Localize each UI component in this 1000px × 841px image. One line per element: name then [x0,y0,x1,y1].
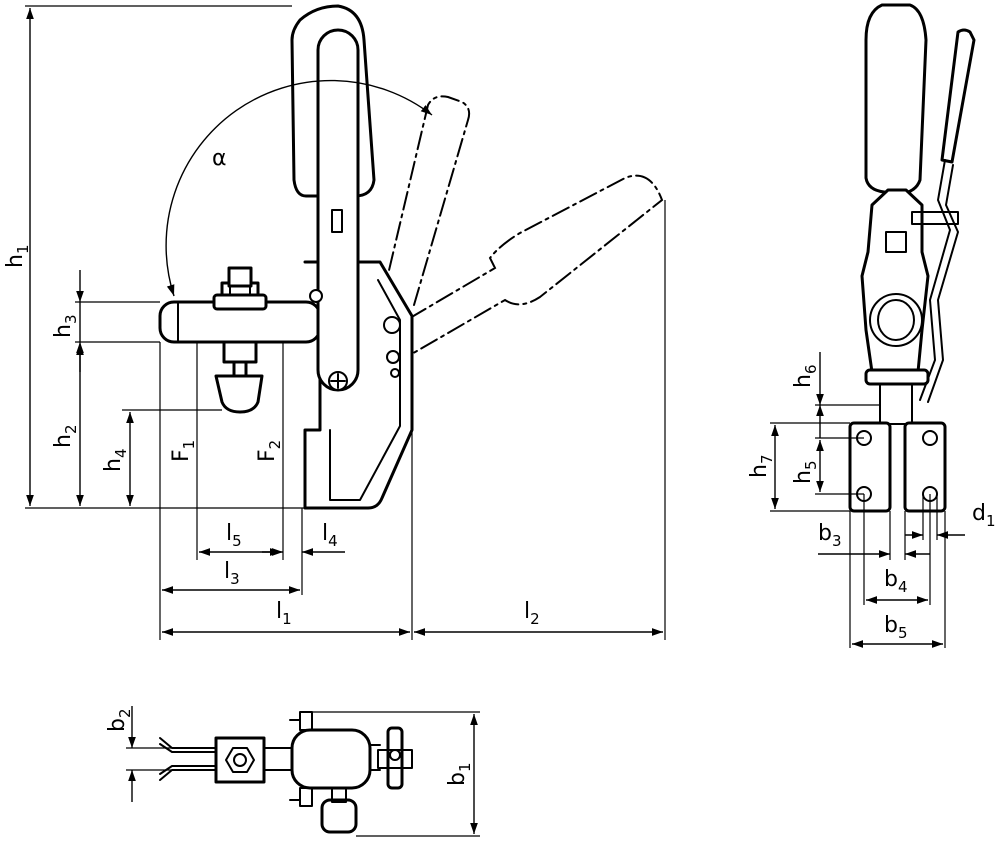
dim-l5: l5 [199,521,281,556]
front-lever [940,28,976,164]
top-body [290,728,372,790]
label-F1: F1 [169,440,198,462]
dim-h6: h6 [791,352,824,438]
label-F2: F2 [255,440,284,462]
svg-text:h4: h4 [101,449,130,473]
top-handle-knob [320,798,358,834]
top-hex-nut [225,747,255,773]
dim-l2: l2 [414,599,663,636]
svg-text:F1: F1 [169,440,198,462]
top-pivot-pin [369,726,413,790]
dim-l1: l1 [162,599,410,636]
svg-text:h1: h1 [3,245,32,269]
angle-alpha: α [165,79,433,297]
dim-l4: l4 [262,521,345,556]
dim-h2: h2 [51,344,84,506]
svg-text:F2: F2 [255,440,284,462]
handle-open-position-2 [409,174,664,356]
extension-lines [25,5,666,640]
svg-text:h6: h6 [791,365,820,389]
dim-h1: h1 [3,8,34,506]
dim-h3: h3 [51,270,84,372]
svg-text:b4: b4 [884,567,908,596]
angle-alpha-label: α [212,146,227,171]
svg-text:l2: l2 [524,599,540,628]
dim-b3: b3 [818,521,930,558]
handle-open-position-1 [381,95,471,306]
front-base-plate [848,421,947,513]
dim-b1: b1 [445,714,478,834]
svg-text:l1: l1 [276,599,292,628]
front-body [860,188,959,425]
svg-text:b3: b3 [818,521,842,550]
side-view: α h1 h3 [3,4,666,640]
dim-h5: h5 [791,440,824,492]
dim-h7: h7 [747,425,779,509]
dim-d1: d1 [905,501,996,539]
svg-text:l4: l4 [322,521,338,550]
top-view: b2 b1 [105,706,480,837]
svg-text:h7: h7 [747,455,776,479]
front-handle-grip [864,3,928,196]
svg-text:h2: h2 [51,425,80,449]
dim-b4: b4 [866,567,928,604]
svg-text:l3: l3 [224,559,240,588]
front-view: h6 h5 h7 d1 b3 b4 b5 [747,3,996,648]
svg-text:d1: d1 [972,501,996,530]
svg-text:l5: l5 [226,521,242,550]
svg-text:b5: b5 [884,613,908,642]
svg-text:h3: h3 [51,315,80,339]
dim-l3: l3 [162,559,300,594]
dim-b5: b5 [852,613,943,648]
svg-text:b1: b1 [445,762,474,786]
svg-text:b2: b2 [105,708,134,732]
dim-h4: h4 [101,412,134,506]
svg-text:h5: h5 [791,461,820,485]
dim-b2: b2 [105,706,136,802]
